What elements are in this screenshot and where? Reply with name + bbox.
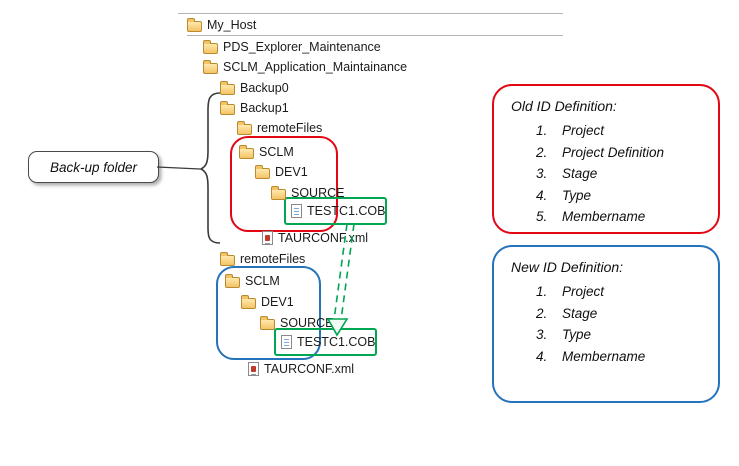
file-icon xyxy=(291,204,302,218)
old-id-item-label: Project Definition xyxy=(562,144,665,160)
old-id-item: 1. Project xyxy=(536,120,718,142)
tree-item-taurconf-xml[interactable]: TAURCONF.xml xyxy=(248,360,354,378)
old-id-item: 4. Type xyxy=(536,185,718,207)
old-id-definition-title: Old ID Definition: xyxy=(511,98,617,114)
new-id-item-label: Membername xyxy=(562,348,646,364)
tree-item-dev1[interactable]: DEV1 xyxy=(241,293,294,311)
folder-icon xyxy=(203,40,218,54)
folder-icon xyxy=(187,18,202,32)
tree-item-source[interactable]: SOURCE xyxy=(260,314,333,332)
new-id-item: 3. Type xyxy=(536,324,718,346)
new-id-item-label: Type xyxy=(562,327,592,342)
tree-item-label: TESTC1.COB xyxy=(297,335,376,349)
tree-item-backup0[interactable]: Backup0 xyxy=(220,79,289,97)
folder-icon xyxy=(203,60,218,74)
tree-item-label: TAURCONF.xml xyxy=(264,362,355,376)
xml-file-icon xyxy=(262,231,273,245)
tree-item-label: SCLM_Application_Maintainance xyxy=(223,60,408,74)
new-id-item-label: Stage xyxy=(562,305,598,321)
tree-item-label: PDS_Explorer_Maintenance xyxy=(223,40,381,54)
tree-item-source-backup[interactable]: SOURCE xyxy=(271,184,344,202)
old-id-item-num: 4. xyxy=(536,187,548,203)
file-icon xyxy=(281,335,292,349)
old-id-definition-box: Old ID Definition: 1. Project 2. Project… xyxy=(492,84,720,234)
new-id-definition-title: New ID Definition: xyxy=(511,259,624,275)
tree-item-sclm-backup[interactable]: SCLM xyxy=(239,143,294,161)
tree-item-pds-explorer-maintenance[interactable]: PDS_Explorer_Maintenance xyxy=(203,38,381,56)
folder-icon xyxy=(255,165,270,179)
tree-item-label: remoteFiles xyxy=(257,121,323,135)
new-id-item-num: 3. xyxy=(536,327,548,342)
folder-icon xyxy=(237,121,252,135)
tree-item-my-host[interactable]: My_Host xyxy=(187,16,563,36)
folder-icon xyxy=(260,316,275,330)
tree-item-label: Backup1 xyxy=(240,101,289,115)
tree-item-testc1-cob-backup[interactable]: TESTC1.COB xyxy=(291,202,386,220)
tree-item-testc1-cob[interactable]: TESTC1.COB xyxy=(281,333,376,351)
old-id-item-label: Stage xyxy=(562,166,598,181)
tree-item-taurconf-xml-backup[interactable]: TAURCONF.xml xyxy=(262,229,368,247)
tree-item-label: TAURCONF.xml xyxy=(278,231,369,245)
folder-icon xyxy=(220,101,235,115)
tree-item-sclm[interactable]: SCLM xyxy=(225,272,280,290)
folder-icon xyxy=(220,252,235,266)
tree-item-remotefiles-backup[interactable]: remoteFiles xyxy=(237,119,322,137)
backup-folder-callout-label: Back-up folder xyxy=(49,159,138,175)
tree-item-backup1[interactable]: Backup1 xyxy=(220,99,289,117)
old-id-item-label: Membername xyxy=(562,209,646,224)
new-id-item-num: 4. xyxy=(536,348,548,364)
old-id-item-num: 3. xyxy=(536,166,548,181)
backup-folder-callout: Back-up folder xyxy=(28,151,159,183)
callout-connector-line xyxy=(156,166,201,170)
old-id-item-label: Type xyxy=(562,187,592,203)
tree-item-label: TESTC1.COB xyxy=(307,204,386,218)
old-id-item: 3. Stage xyxy=(536,163,718,185)
panel-divider xyxy=(178,13,563,14)
new-id-item-num: 2. xyxy=(536,305,548,321)
tree-item-label: My_Host xyxy=(207,18,257,32)
old-id-item-num: 5. xyxy=(536,209,548,224)
new-id-item: 1. Project xyxy=(536,281,718,303)
old-id-item: 2. Project Definition xyxy=(536,142,718,164)
old-id-item: 5. Membername xyxy=(536,206,718,228)
tree-item-sclm-application-maintainance[interactable]: SCLM_Application_Maintainance xyxy=(203,58,407,76)
old-backup-sclm-highlight xyxy=(230,136,338,232)
new-id-item-num: 1. xyxy=(536,284,548,299)
old-id-item-num: 1. xyxy=(536,123,548,138)
tree-item-label: Backup0 xyxy=(240,81,289,95)
folder-icon xyxy=(271,186,286,200)
tree-item-label: SCLM xyxy=(245,274,280,288)
new-id-definition-box: New ID Definition: 1. Project 2. Stage 3… xyxy=(492,245,720,403)
old-id-item-label: Project xyxy=(562,123,605,138)
tree-item-label: remoteFiles xyxy=(240,252,306,266)
tree-item-label: SCLM xyxy=(259,145,294,159)
xml-file-icon xyxy=(248,362,259,376)
new-id-item: 4. Membername xyxy=(536,346,718,368)
folder-icon xyxy=(225,274,240,288)
tree-item-dev1-backup[interactable]: DEV1 xyxy=(255,163,308,181)
tree-item-label: SOURCE xyxy=(280,316,334,330)
backup-brace xyxy=(199,92,221,244)
new-id-item-label: Project xyxy=(562,284,605,299)
new-id-item: 2. Stage xyxy=(536,303,718,325)
new-sclm-highlight xyxy=(216,266,321,360)
folder-icon xyxy=(239,145,254,159)
new-testc1-highlight xyxy=(274,328,377,356)
tree-item-label: SOURCE xyxy=(291,186,345,200)
folder-icon xyxy=(241,295,256,309)
tree-item-remotefiles[interactable]: remoteFiles xyxy=(220,250,305,268)
tree-item-label: DEV1 xyxy=(261,295,294,309)
tree-item-label: DEV1 xyxy=(275,165,308,179)
old-id-item-num: 2. xyxy=(536,144,548,160)
folder-icon xyxy=(220,81,235,95)
